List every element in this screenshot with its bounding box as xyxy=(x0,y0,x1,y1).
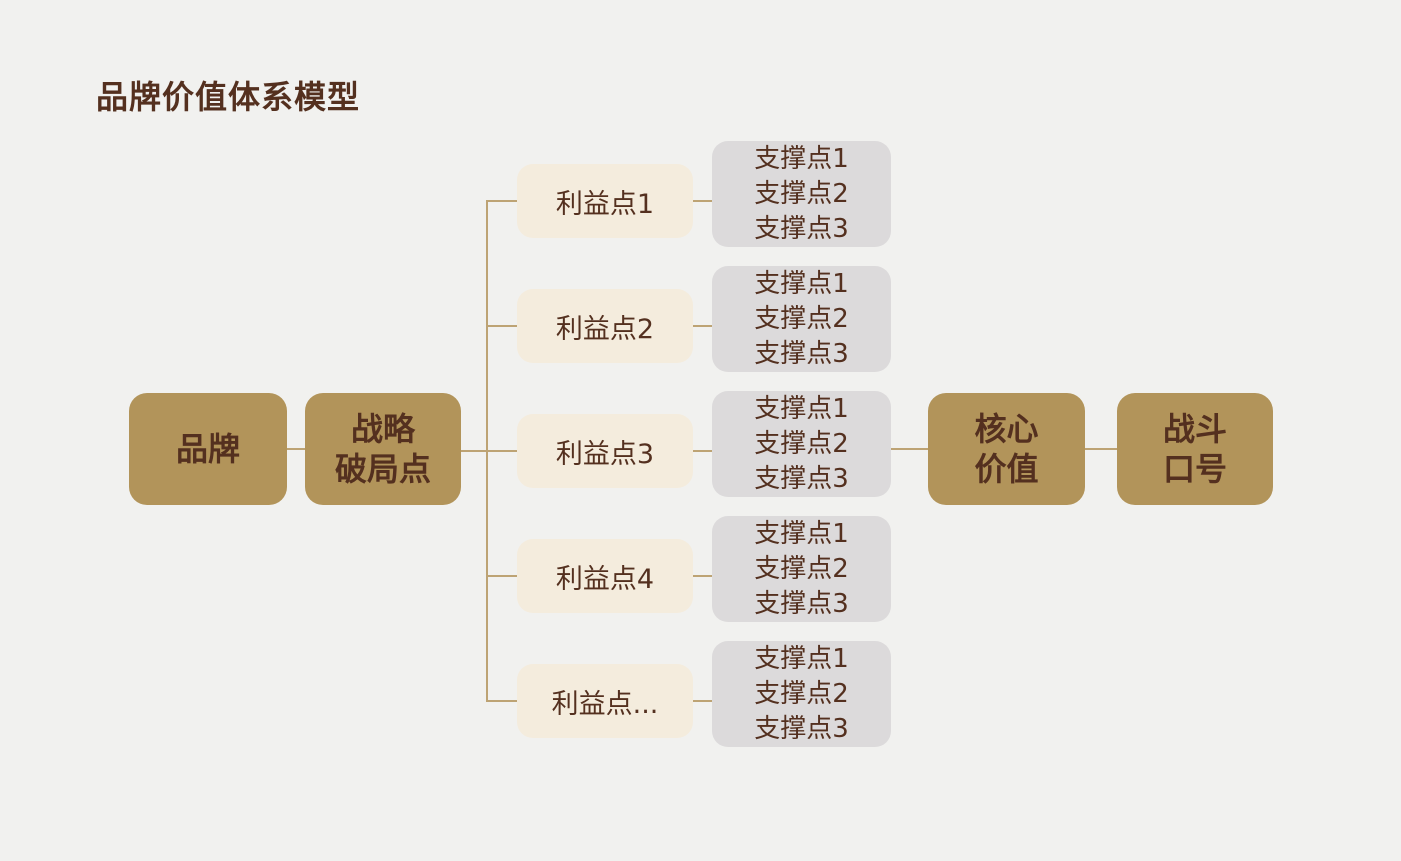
connector-trunk-benefit-5 xyxy=(487,700,517,702)
support-line: 支撑点1 xyxy=(754,518,849,549)
connector-strategy-trunk xyxy=(461,450,517,452)
node-core-line1: 核心 xyxy=(974,410,1039,448)
support-line: 支撑点3 xyxy=(754,338,849,369)
benefit-node-3: 利益点3 xyxy=(517,414,693,488)
benefit-label-4: 利益点4 xyxy=(555,563,655,595)
node-strategy-line1: 战略 xyxy=(350,410,415,448)
support-line: 支撑点2 xyxy=(754,303,849,334)
support-line: 支撑点1 xyxy=(754,643,849,674)
support-line: 支撑点3 xyxy=(754,588,849,619)
support-node-2: 支撑点1 支撑点2 支撑点3 xyxy=(712,266,891,372)
support-line: 支撑点2 xyxy=(754,178,849,209)
benefit-label-1: 利益点1 xyxy=(555,188,655,220)
benefit-node-2: 利益点2 xyxy=(517,289,693,363)
connector-benefit-support-3 xyxy=(693,450,712,452)
support-line: 支撑点1 xyxy=(754,393,849,424)
support-line: 支撑点2 xyxy=(754,678,849,709)
connector-support-core xyxy=(891,448,928,450)
node-core-line2: 价值 xyxy=(974,450,1039,488)
support-node-4: 支撑点1 支撑点2 支撑点3 xyxy=(712,516,891,622)
node-strategy-breakthrough: 战略 破局点 xyxy=(305,393,461,505)
benefit-node-4: 利益点4 xyxy=(517,539,693,613)
connector-benefit-support-1 xyxy=(693,200,712,202)
trunk-line xyxy=(486,200,488,702)
support-line: 支撑点1 xyxy=(754,143,849,174)
connector-benefit-support-5 xyxy=(693,700,712,702)
support-line: 支撑点3 xyxy=(754,213,849,244)
page-title: 品牌价值体系模型 xyxy=(96,78,361,116)
node-brand: 品牌 xyxy=(129,393,287,505)
benefit-label-3: 利益点3 xyxy=(555,438,655,470)
support-line: 支撑点3 xyxy=(754,713,849,744)
connector-trunk-benefit-1 xyxy=(487,200,517,202)
connector-trunk-benefit-4 xyxy=(487,575,517,577)
support-node-5: 支撑点1 支撑点2 支撑点3 xyxy=(712,641,891,747)
connector-trunk-benefit-2 xyxy=(487,325,517,327)
node-strategy-line2: 破局点 xyxy=(334,450,431,488)
support-node-3: 支撑点1 支撑点2 支撑点3 xyxy=(712,391,891,497)
connector-benefit-support-2 xyxy=(693,325,712,327)
connector-benefit-support-4 xyxy=(693,575,712,577)
support-line: 支撑点1 xyxy=(754,268,849,299)
node-slogan-line2: 口号 xyxy=(1162,450,1227,488)
connector-core-slogan xyxy=(1085,448,1117,450)
support-line: 支撑点2 xyxy=(754,553,849,584)
benefit-node-1: 利益点1 xyxy=(517,164,693,238)
benefit-label-5: 利益点... xyxy=(551,688,659,720)
node-battle-slogan: 战斗 口号 xyxy=(1117,393,1273,505)
support-node-1: 支撑点1 支撑点2 支撑点3 xyxy=(712,141,891,247)
node-slogan-line1: 战斗 xyxy=(1162,410,1227,448)
support-line: 支撑点2 xyxy=(754,428,849,459)
node-brand-label: 品牌 xyxy=(175,430,240,468)
support-line: 支撑点3 xyxy=(754,463,849,494)
connector-brand-strategy xyxy=(287,448,305,450)
benefit-label-2: 利益点2 xyxy=(555,313,655,345)
benefit-node-5: 利益点... xyxy=(517,664,693,738)
node-core-value: 核心 价值 xyxy=(928,393,1085,505)
